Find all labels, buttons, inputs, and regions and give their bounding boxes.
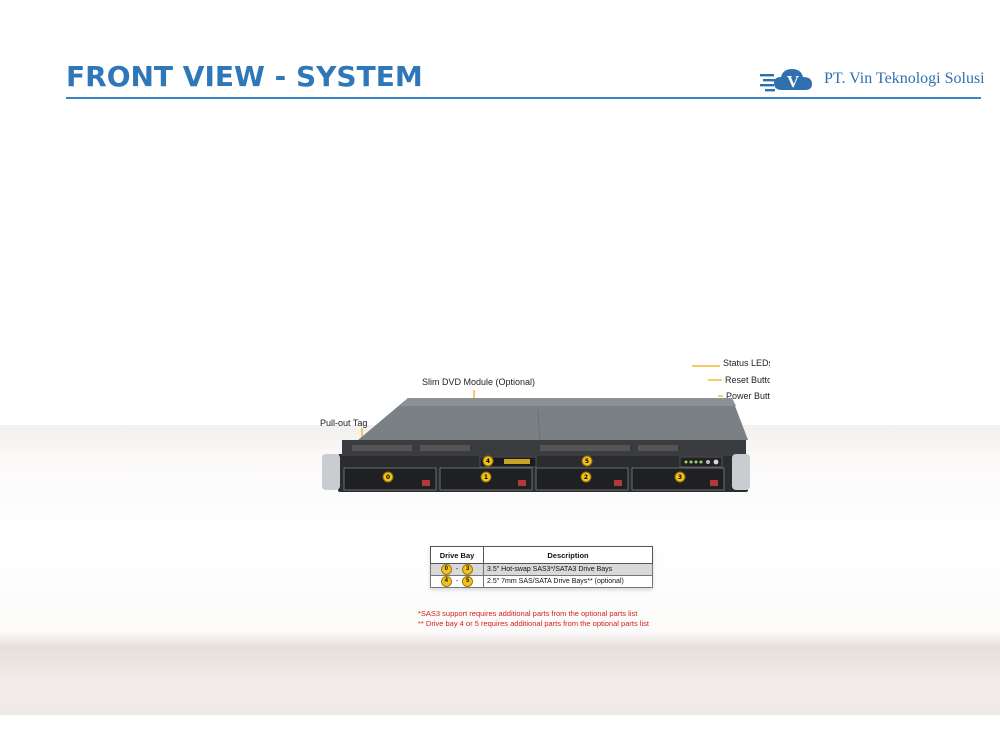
- bay-badge-5: [581, 455, 593, 467]
- range-separator: -: [455, 578, 459, 585]
- bay-badge: 5: [462, 576, 474, 587]
- bay-number-4: 4: [486, 458, 490, 465]
- footnote: *SAS3 support requires additional parts …: [418, 609, 638, 618]
- label-slim-dvd: Slim DVD Module (Optional): [422, 377, 535, 387]
- bay-number-0: 0: [386, 474, 390, 481]
- server-front-view: Pull-out Tag Slim DVD Module (Optional) …: [320, 358, 770, 492]
- table-row: 4-5 2.5" 7mm SAS/SATA Drive Bays** (opti…: [430, 575, 653, 588]
- title-divider: [66, 97, 981, 99]
- bay-badge: 0: [440, 564, 452, 575]
- right-rack-ear: [732, 454, 750, 490]
- cloud-icon: V: [760, 69, 812, 92]
- reset-button-icon: [706, 460, 710, 464]
- bay-badge-0: [382, 471, 394, 483]
- drive-bay-description: 3.5" Hot-swap SAS3*/SATA3 Drive Bays: [483, 563, 653, 576]
- table-row: 0-3 3.5" Hot-swap SAS3*/SATA3 Drive Bays: [430, 563, 653, 576]
- bay-badge-1: [480, 471, 492, 483]
- footnotes: *SAS3 support requires additional parts …: [418, 609, 649, 629]
- company-logo: V: [760, 69, 812, 92]
- bay-number-1: 1: [484, 474, 488, 481]
- bay-badge: 3: [462, 564, 474, 575]
- bay-number-2: 2: [584, 474, 588, 481]
- tray-latches: [422, 480, 718, 486]
- bay-badge: 4: [440, 576, 452, 587]
- chassis-top: [358, 398, 748, 440]
- label-status-leds: Status LEDs: [723, 358, 770, 368]
- label-reset-button: Reset Button: [725, 375, 770, 385]
- label-power-button: Power Button: [726, 391, 770, 401]
- drive-bay-range: 4-5: [430, 575, 484, 588]
- vent-row: [352, 445, 678, 451]
- bay-number-3: 3: [678, 474, 682, 481]
- drive-bay-table: Drive Bay Description 0-3 3.5" Hot-swap …: [430, 546, 653, 588]
- logo-letter: V: [787, 72, 800, 91]
- drive-trays: [343, 467, 725, 491]
- company-name: PT. Vin Teknologi Solusi: [824, 70, 985, 87]
- column-header: Drive Bay: [430, 546, 484, 564]
- footnote: ** Drive bay 4 or 5 requires additional …: [418, 619, 649, 628]
- range-separator: -: [455, 566, 459, 573]
- bay-badge-2: [580, 471, 592, 483]
- power-button-icon: [713, 459, 719, 465]
- label-pull-out-tag: Pull-out Tag: [320, 418, 367, 428]
- bay-number-5: 5: [585, 458, 589, 465]
- page-title: FRONT VIEW - SYSTEM: [66, 60, 423, 93]
- column-header: Description: [483, 546, 653, 564]
- bay-badge-3: [674, 471, 686, 483]
- background-stage-edge: [0, 632, 1000, 712]
- status-led-icons: [684, 460, 703, 464]
- bay-badge-4: [482, 455, 494, 467]
- drive-bay-description: 2.5" 7mm SAS/SATA Drive Bays** (optional…: [483, 575, 653, 588]
- drive-bay-range: 0-3: [430, 563, 484, 576]
- left-rack-ear: [322, 454, 340, 490]
- table-header-row: Drive Bay Description: [430, 546, 653, 564]
